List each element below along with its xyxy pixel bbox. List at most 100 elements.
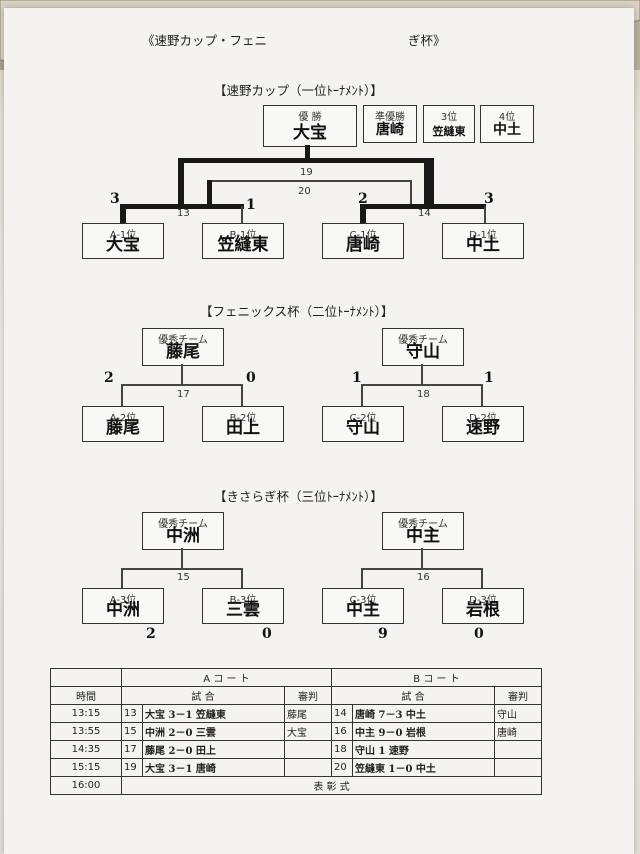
title-right: ぎ杯》 — [408, 33, 446, 48]
score: 3 — [110, 191, 120, 207]
award-team: 大宝 — [293, 123, 327, 143]
time-cell: 16:00 — [50, 776, 122, 795]
team-box: D-3位 岩根 — [442, 588, 524, 624]
bracket-line — [121, 568, 243, 570]
match-no-cell: 15 — [121, 722, 143, 741]
court-a-header: A コ ー ト — [121, 668, 332, 687]
bracket-line — [481, 568, 483, 588]
cup1-heading: 【速野カップ（一位ﾄｰﾅﾒﾝﾄ）】 — [214, 83, 383, 98]
score: 2 — [146, 626, 156, 642]
cup1-fourth-box: 4位 中土 — [480, 105, 534, 143]
winner-label: 優秀チーム — [158, 519, 208, 530]
match-no-cell: 17 — [121, 740, 143, 759]
table-header-row: 時間 試 合 審判 試 合 審判 — [50, 686, 542, 705]
bracket-line — [360, 204, 366, 224]
match-no-cell: 13 — [121, 704, 143, 723]
bracket-line — [181, 548, 183, 568]
award-label: 準優勝 — [375, 112, 405, 123]
table-row: 14:35 17 藤尾 2－0 田上 18 守山 1 速野 — [50, 740, 542, 759]
team-name: 田上 — [226, 418, 260, 438]
referee-header: 審判 — [494, 686, 542, 705]
team-label: C-1位 — [349, 230, 377, 241]
match-no-cell: 16 — [331, 722, 353, 741]
cup2-heading: 【フェニックス杯（二位ﾄｰﾅﾒﾝﾄ）】 — [200, 304, 394, 319]
match-no-cell: 19 — [121, 758, 143, 777]
match-number: 13 — [177, 208, 190, 219]
winner-label: 優秀チーム — [398, 519, 448, 530]
team-label: B-2位 — [229, 413, 257, 424]
team-name: 守山 — [346, 418, 380, 438]
winner-box: 優秀チーム 藤尾 — [142, 328, 224, 366]
winner-team: 藤尾 — [166, 342, 200, 362]
bracket-line — [361, 568, 363, 588]
bracket-line — [361, 384, 363, 408]
team-box: D-2位 速野 — [442, 406, 524, 442]
award-label: 優 勝 — [298, 112, 322, 123]
bracket-line — [484, 206, 486, 224]
team-name: 大宝 — [106, 235, 140, 255]
match-no-cell: 18 — [331, 740, 353, 759]
bracket-line — [424, 158, 434, 206]
team-box: A-1位 大宝 — [82, 223, 164, 259]
bracket-line — [305, 145, 310, 161]
bracket-line — [121, 568, 123, 588]
table-cell — [50, 668, 122, 687]
bracket-line — [481, 384, 483, 408]
team-box: B-3位 三雲 — [202, 588, 284, 624]
score: 1 — [246, 197, 256, 213]
team-label: A-1位 — [109, 230, 137, 241]
team-name: 笠縫東 — [217, 235, 269, 255]
score: 3 — [484, 191, 494, 207]
award-team: 笠縫東 — [432, 125, 466, 138]
team-label: D-3位 — [469, 595, 497, 606]
score: 1 — [352, 370, 362, 386]
award-team: 中土 — [493, 122, 521, 138]
referee-cell: 大宝 — [284, 722, 332, 741]
team-name: 中土 — [466, 235, 500, 255]
table-row: 13:15 13 大宝 3－1 笠縫東 藤尾 14 唐崎 7－3 中土 守山 — [50, 704, 542, 723]
bracket-line — [241, 206, 243, 224]
referee-cell: 藤尾 — [284, 704, 332, 723]
cup1-runnerup-box: 準優勝 唐崎 — [363, 105, 417, 143]
match-number: 16 — [417, 572, 430, 583]
team-name: 三雲 — [226, 600, 260, 620]
winner-label: 優秀チーム — [158, 335, 208, 346]
team-name: 中主 — [346, 600, 380, 620]
team-name: 唐崎 — [346, 235, 380, 255]
match-header: 試 合 — [331, 686, 495, 705]
team-box: C-3位 中主 — [322, 588, 404, 624]
referee-cell: 守山 — [494, 704, 542, 723]
referee-cell — [284, 758, 332, 777]
winner-team: 守山 — [406, 342, 440, 362]
team-label: A-2位 — [109, 413, 137, 424]
team-name: 岩根 — [466, 600, 500, 620]
team-box: C-1位 唐崎 — [322, 223, 404, 259]
team-box: B-2位 田上 — [202, 406, 284, 442]
bracket-line — [241, 384, 243, 408]
bracket-line — [207, 180, 212, 206]
result-cell: 藤尾 2－0 田上 — [142, 740, 285, 759]
referee-cell — [494, 758, 542, 777]
match-number: 19 — [300, 167, 313, 178]
table-row: 13:55 15 中洲 2－0 三雲 大宝 16 中主 9－0 岩根 唐崎 — [50, 722, 542, 741]
bracket-line — [120, 204, 244, 209]
score: 9 — [378, 626, 388, 642]
score: 0 — [474, 626, 484, 642]
match-header: 試 合 — [121, 686, 285, 705]
court-b-header: B コ ー ト — [331, 668, 542, 687]
bracket-line — [241, 568, 243, 588]
bracket-line — [121, 384, 243, 386]
team-box: A-3位 中洲 — [82, 588, 164, 624]
referee-cell: 唐崎 — [494, 722, 542, 741]
bracket-line — [120, 204, 126, 224]
match-number: 15 — [177, 572, 190, 583]
team-name: 速野 — [466, 418, 500, 438]
result-cell: 中主 9－0 岩根 — [352, 722, 495, 741]
team-label: D-1位 — [469, 230, 497, 241]
winner-box: 優秀チーム 守山 — [382, 328, 464, 366]
ceremony-cell: 表 彰 式 — [121, 776, 542, 795]
bracket-line — [361, 568, 483, 570]
award-label: 4位 — [498, 112, 516, 123]
bracket-line — [178, 158, 184, 206]
bracket-line — [421, 548, 423, 568]
